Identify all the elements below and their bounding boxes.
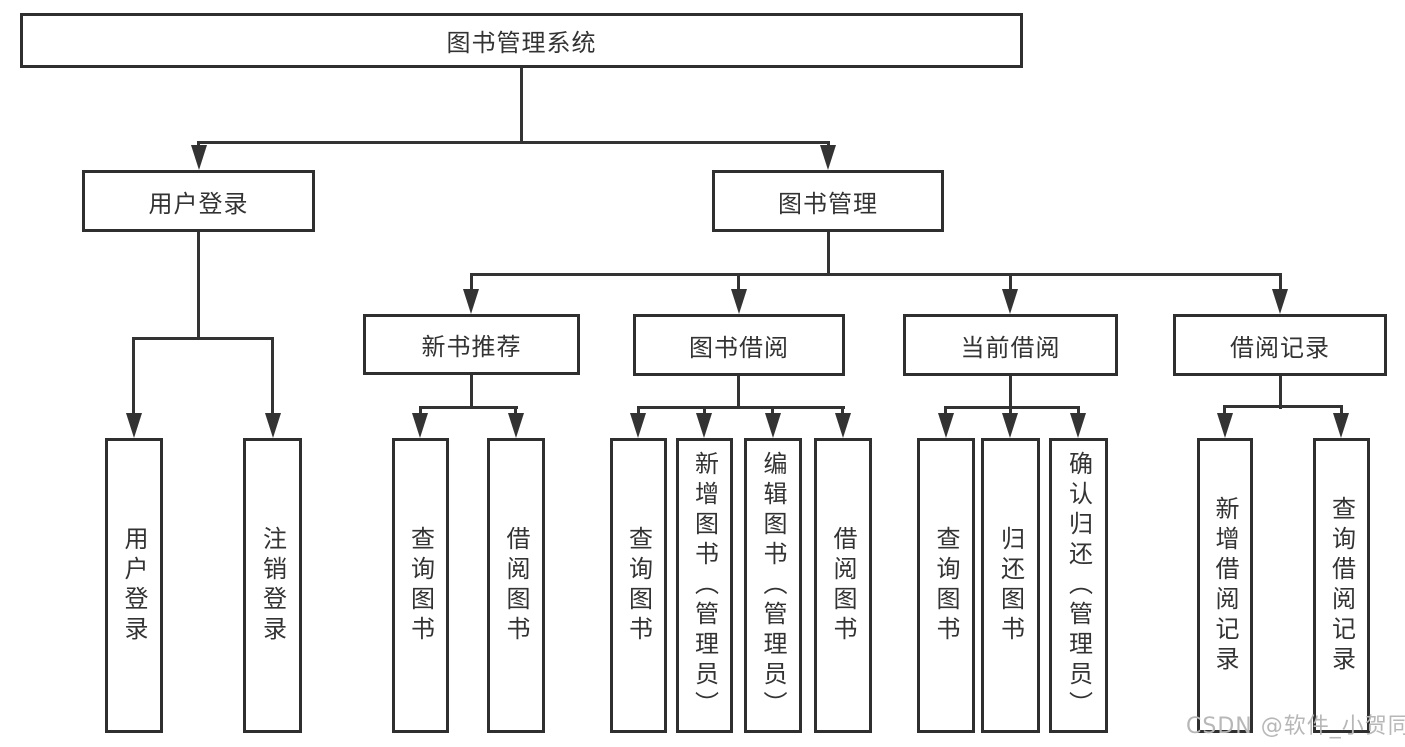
connector-line <box>737 273 740 293</box>
node-borrow-record: 借阅记录 <box>1173 314 1387 376</box>
connector-line <box>1009 273 1012 293</box>
leaf-query-book-1: 查询图书 <box>392 438 449 733</box>
connector-line <box>197 232 200 340</box>
node-borrow-record-label: 借阅记录 <box>1230 333 1330 362</box>
connector-line <box>637 406 845 409</box>
node-root-label: 图书管理系统 <box>446 29 597 57</box>
node-user-login: 用户登录 <box>82 170 315 232</box>
arrowhead <box>696 413 712 438</box>
connector-line <box>470 273 1282 276</box>
leaf-user-login-label: 用户登录 <box>120 525 148 646</box>
arrowhead <box>835 413 851 438</box>
connector-line <box>470 273 473 293</box>
arrowhead <box>191 145 207 170</box>
connector-line <box>1009 375 1012 409</box>
leaf-borrow-book-2: 借阅图书 <box>814 438 872 733</box>
connector-line <box>827 232 830 275</box>
connector-line <box>1279 375 1282 409</box>
connector-line <box>514 406 517 416</box>
connector-line <box>419 406 422 416</box>
arrowhead <box>1002 289 1018 314</box>
leaf-query-borrow-record: 查询借阅记录 <box>1313 438 1370 733</box>
leaf-borrow-book-1: 借阅图书 <box>487 438 545 733</box>
connector-line <box>1340 405 1343 416</box>
connector-line <box>419 406 518 409</box>
leaf-query-borrow-record-label: 查询借阅记录 <box>1327 495 1356 676</box>
connector-line <box>198 141 830 144</box>
arrowhead <box>820 145 836 170</box>
node-book-borrow-label: 图书借阅 <box>689 333 789 362</box>
leaf-confirm-return-admin: 确认归还（管理员） <box>1049 438 1108 733</box>
arrowhead <box>630 413 646 438</box>
connector-line <box>944 406 1080 409</box>
arrowhead <box>1272 289 1288 314</box>
leaf-query-book-1-label: 查询图书 <box>406 525 435 646</box>
arrowhead <box>412 413 428 438</box>
connector-line <box>1009 406 1012 416</box>
leaf-query-book-2: 查询图书 <box>610 438 667 733</box>
arrowhead <box>938 413 954 438</box>
connector-line <box>132 337 274 340</box>
leaf-add-book-admin-label: 新增图书（管理员） <box>690 450 719 721</box>
node-new-book-recommend: 新书推荐 <box>363 314 580 375</box>
leaf-return-book: 归还图书 <box>981 438 1040 733</box>
leaf-borrow-book-1-label: 借阅图书 <box>502 525 530 646</box>
leaf-query-book-2-label: 查询图书 <box>624 525 653 646</box>
node-book-management: 图书管理 <box>712 170 944 232</box>
connector-line <box>637 406 640 416</box>
node-current-borrow-label: 当前借阅 <box>960 333 1061 362</box>
arrowhead <box>265 413 281 438</box>
leaf-query-book-3: 查询图书 <box>917 438 975 733</box>
leaf-confirm-return-admin-label: 确认归还（管理员） <box>1064 450 1093 721</box>
arrowhead <box>765 413 781 438</box>
csdn-watermark: CSDN @软件_小贺同学 <box>1186 714 1405 739</box>
leaf-add-borrow-record-label: 新增借阅记录 <box>1211 495 1239 676</box>
connector-line <box>520 68 523 143</box>
arrowhead <box>126 413 142 438</box>
connector-line <box>132 337 135 416</box>
connector-line <box>1223 405 1226 416</box>
arrowhead <box>1070 413 1086 438</box>
leaf-edit-book-admin-label: 编辑图书（管理员） <box>759 450 787 721</box>
connector-line <box>470 373 473 409</box>
node-book-borrow: 图书借阅 <box>633 314 845 376</box>
arrowhead <box>508 413 524 438</box>
arrowhead <box>463 289 479 314</box>
leaf-add-borrow-record: 新增借阅记录 <box>1197 438 1253 733</box>
leaf-user-login: 用户登录 <box>105 438 163 733</box>
node-current-borrow: 当前借阅 <box>903 314 1118 376</box>
leaf-logout: 注销登录 <box>243 438 302 733</box>
connector-line <box>737 375 740 409</box>
arrowhead <box>731 289 747 314</box>
arrowhead <box>1333 413 1349 438</box>
node-root: 图书管理系统 <box>20 13 1023 68</box>
leaf-borrow-book-2-label: 借阅图书 <box>829 525 857 646</box>
connector-line <box>1223 405 1343 408</box>
leaf-add-book-admin: 新增图书（管理员） <box>676 438 733 733</box>
connector-line <box>271 337 274 416</box>
leaf-return-book-label: 归还图书 <box>996 525 1025 646</box>
leaf-query-book-3-label: 查询图书 <box>932 525 960 646</box>
node-user-login-label: 用户登录 <box>148 189 249 218</box>
connector-line <box>841 406 844 416</box>
connector-line <box>1279 273 1282 293</box>
node-new-book-recommend-label: 新书推荐 <box>421 333 522 361</box>
connector-line <box>1077 406 1080 416</box>
connector-line <box>944 406 947 416</box>
node-book-management-label: 图书管理 <box>778 189 878 218</box>
connector-line <box>703 406 706 416</box>
leaf-logout-label: 注销登录 <box>258 525 287 646</box>
leaf-edit-book-admin: 编辑图书（管理员） <box>744 438 802 733</box>
connector-line <box>771 406 774 416</box>
arrowhead <box>1217 413 1233 438</box>
arrowhead <box>1002 413 1018 438</box>
